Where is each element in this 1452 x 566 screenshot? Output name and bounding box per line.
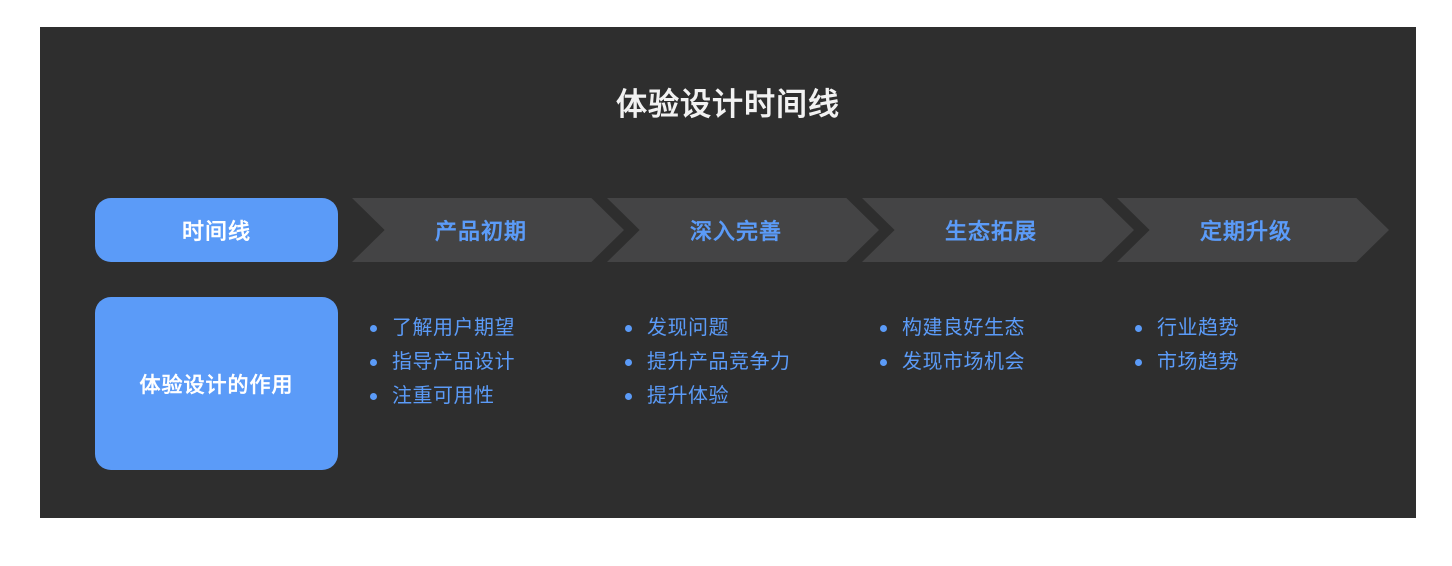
row-label-timeline[interactable]: 时间线 [95,198,338,262]
list-item-label: 注重可用性 [392,385,495,407]
bullet-dot-icon [880,325,887,332]
stage-chevron-3-label: 生态拓展 [944,219,1037,244]
bullet-dot-icon [880,359,887,366]
list-item: 了解用户期望 [365,311,615,345]
bullet-dot-icon [370,359,377,366]
list-item: 构建良好生态 [875,311,1125,345]
list-item-label: 构建良好生态 [902,317,1025,339]
bullet-dot-icon [625,325,632,332]
list-item: 市场趋势 [1130,345,1380,379]
stage-chevron-4[interactable]: 定期升级 [1117,198,1389,262]
role-detail-row: 体验设计的作用 了解用户期望 指导产品设计 注重可用性 发现 [40,297,1416,470]
list-item-label: 提升产品竞争力 [647,351,791,373]
list-item: 提升体验 [620,379,870,413]
bullet-dot-icon [1135,325,1142,332]
stage-chevron-2[interactable]: 深入完善 [607,198,879,262]
row-label-role[interactable]: 体验设计的作用 [95,297,338,470]
stage-chevron-1[interactable]: 产品初期 [352,198,624,262]
bullet-dot-icon [1135,359,1142,366]
list-item: 发现问题 [620,311,870,345]
bullet-column-4: 行业趋势 市场趋势 [1130,311,1380,379]
bullet-dot-icon [370,393,377,400]
bullet-column-1: 了解用户期望 指导产品设计 注重可用性 [365,311,615,413]
timeline-stage-row: 时间线 产品初期 深入完善 生态拓展 定期升级 [40,198,1416,262]
list-item-label: 行业趋势 [1157,317,1239,339]
stage-chevron-3[interactable]: 生态拓展 [862,198,1134,262]
bullet-column-3: 构建良好生态 发现市场机会 [875,311,1125,379]
stage-chevron-1-label: 产品初期 [434,219,527,244]
stage-chevron-2-label: 深入完善 [689,219,782,244]
bullet-dot-icon [625,393,632,400]
bullet-dot-icon [625,359,632,366]
list-item-label: 了解用户期望 [392,317,515,339]
page-title: 体验设计时间线 [616,87,840,122]
list-item-label: 发现市场机会 [902,351,1025,373]
list-item: 行业趋势 [1130,311,1380,345]
infographic-card: 体验设计时间线 时间线 产品初期 深入完善 生态拓展 定期升级 体验设计的作用 [40,27,1416,518]
stage-chevron-4-label: 定期升级 [1199,219,1292,244]
list-item-label: 提升体验 [647,385,729,407]
list-item: 提升产品竞争力 [620,345,870,379]
list-item: 注重可用性 [365,379,615,413]
bullet-dot-icon [370,325,377,332]
list-item: 指导产品设计 [365,345,615,379]
list-item: 发现市场机会 [875,345,1125,379]
list-item-label: 指导产品设计 [392,351,515,373]
bullet-column-2: 发现问题 提升产品竞争力 提升体验 [620,311,870,413]
list-item-label: 发现问题 [647,317,729,339]
list-item-label: 市场趋势 [1157,351,1239,373]
